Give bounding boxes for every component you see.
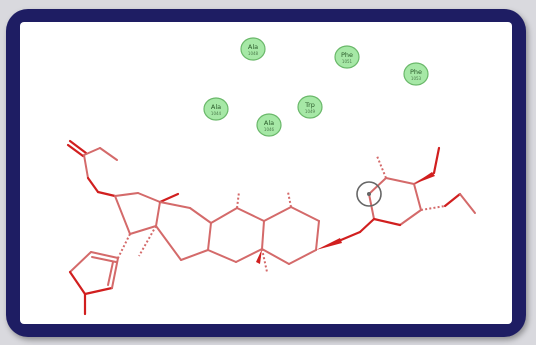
ring-b xyxy=(207,191,265,264)
residue-number: 1046 xyxy=(264,127,275,132)
residue-phe-1053: Phe 1053 xyxy=(403,62,429,86)
residue-number: 1053 xyxy=(411,76,422,81)
residue-ala-1048: Ala 1048 xyxy=(240,37,266,61)
residue-circle xyxy=(403,62,429,86)
residue-circle xyxy=(240,37,266,61)
ligand-interaction-diagram: Ala 1048 Phe 1051 Phe 1053 Ala 1044 Trp xyxy=(20,22,512,324)
molecule-canvas: Ala 1048 Phe 1051 Phe 1053 Ala 1044 Trp xyxy=(66,37,476,316)
diagram-frame: Ala 1048 Phe 1051 Phe 1053 Ala 1044 Trp xyxy=(6,9,526,337)
ring-c xyxy=(138,201,212,261)
furan-ring xyxy=(68,233,131,316)
glycosidic-link xyxy=(316,230,362,250)
residue-circle xyxy=(334,45,360,69)
residue-number: 1044 xyxy=(211,111,222,116)
residue-number: 1048 xyxy=(248,51,259,56)
residue-ala-1046: Ala 1046 xyxy=(256,113,282,137)
residue-phe-1051: Phe 1051 xyxy=(334,45,360,69)
sugar-ring xyxy=(358,146,476,234)
ring-d xyxy=(114,192,180,235)
residue-name: Phe xyxy=(341,51,353,59)
residue-ala-1044: Ala 1044 xyxy=(203,97,229,121)
residue-name: Ala xyxy=(264,119,274,127)
ring-a xyxy=(261,191,320,273)
residue-name: Ala xyxy=(211,103,221,111)
residue-trp-1049: Trp 1049 xyxy=(297,95,323,119)
residue-circle xyxy=(297,95,323,119)
residue-circle xyxy=(256,113,282,137)
acetate-group xyxy=(66,139,118,198)
residue-name: Ala xyxy=(248,43,258,51)
residue-circle xyxy=(203,97,229,121)
residue-number: 1051 xyxy=(342,59,353,64)
residue-name: Trp xyxy=(304,101,315,109)
interaction-marker xyxy=(356,181,382,207)
residue-name: Phe xyxy=(410,68,422,76)
residue-number: 1049 xyxy=(305,109,316,114)
